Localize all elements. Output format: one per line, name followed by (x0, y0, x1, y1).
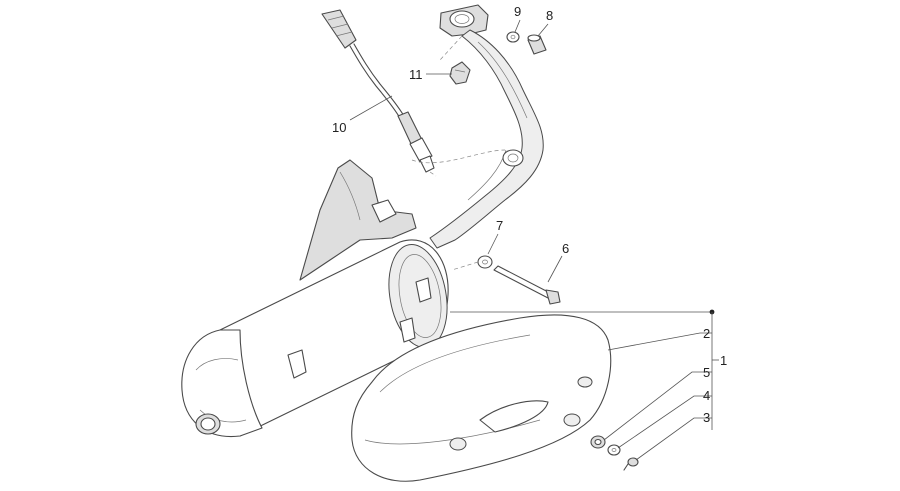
callout-11: 11 (409, 67, 423, 82)
callout-1: 1 (720, 353, 727, 368)
exhaust-pipe (429, 4, 544, 249)
oxygen-sensor (321, 9, 435, 173)
heat-shield (351, 314, 612, 482)
screw-3 (623, 457, 639, 471)
callout-4: 4 (703, 388, 710, 403)
callout-5: 5 (703, 365, 710, 380)
washer-4 (607, 444, 621, 456)
callout-8: 8 (546, 8, 553, 23)
callout-9: 9 (514, 4, 521, 19)
leader-lines (349, 19, 719, 461)
grommet-5 (590, 435, 606, 449)
spacer-8 (527, 34, 547, 55)
washer-7 (477, 255, 493, 269)
callout-6: 6 (562, 241, 569, 256)
muffler-body (181, 159, 449, 438)
cable-clip (449, 61, 471, 85)
bolt-6 (493, 265, 561, 305)
callout-3: 3 (703, 410, 710, 425)
callout-10: 10 (332, 120, 346, 135)
callout-7: 7 (496, 218, 503, 233)
washer-9 (506, 31, 520, 43)
callout-2: 2 (703, 326, 710, 341)
